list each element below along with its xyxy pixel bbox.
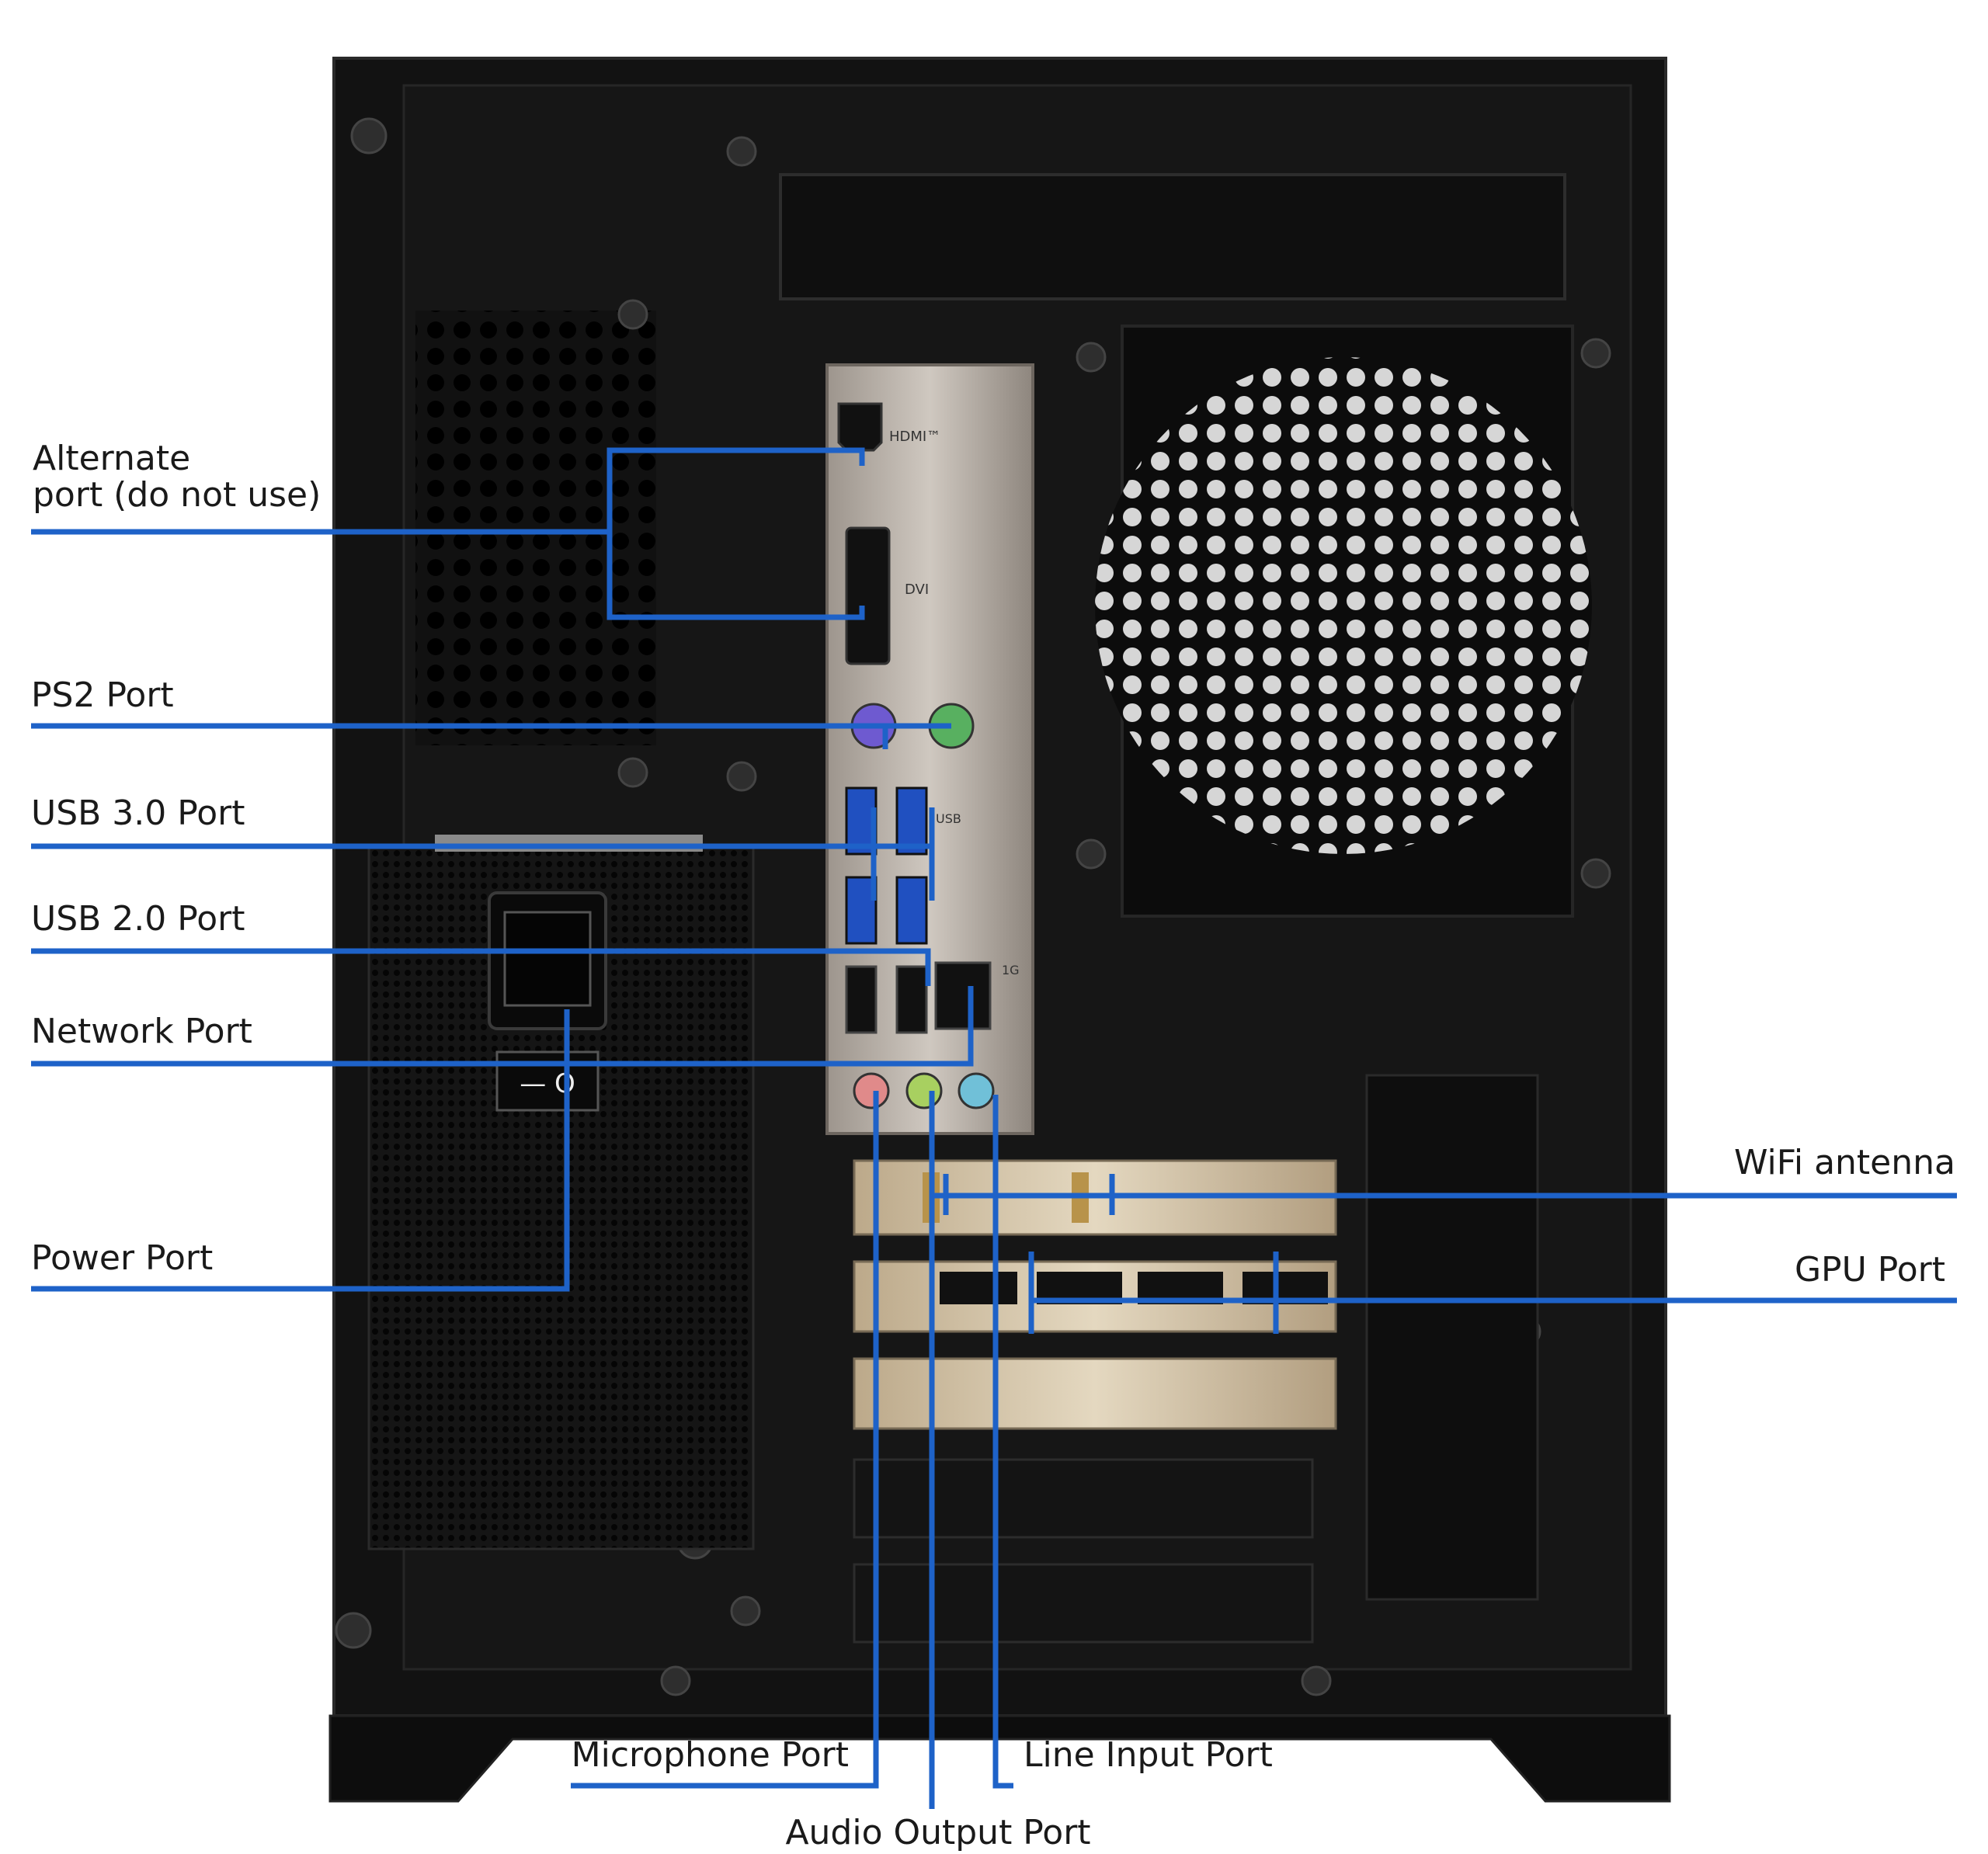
- io-usb-label: USB: [936, 811, 961, 826]
- usb30-port[interactable]: [895, 876, 928, 945]
- label-power-port: Power Port: [31, 1238, 213, 1278]
- power-inlet-socket: [503, 911, 592, 1007]
- io-dvi-label: DVI: [905, 582, 929, 598]
- case-base: [328, 1714, 1671, 1803]
- leader-microphone: [571, 1091, 879, 1789]
- leader-lines: [31, 447, 1957, 1809]
- fan: [1095, 357, 1592, 854]
- hdmi-port[interactable]: [837, 402, 883, 452]
- power-supply: — O: [367, 835, 755, 1550]
- usb20-ports[interactable]: [845, 965, 928, 1034]
- side-bracket: [1365, 1074, 1539, 1601]
- leader-network: [31, 986, 974, 1067]
- label-alternate-line1: Alternate: [33, 439, 190, 478]
- label-line-input-port: Line Input Port: [1024, 1735, 1273, 1775]
- usb20-port[interactable]: [895, 965, 928, 1034]
- dvi-port[interactable]: [845, 526, 891, 665]
- leader-alternate-dvi: [606, 532, 865, 620]
- gpu-hdmi-port[interactable]: [940, 1272, 1017, 1304]
- label-alternate-line2: port (do not use): [33, 475, 321, 515]
- label-usb30-port: USB 3.0 Port: [31, 793, 245, 833]
- top-expansion-cover: [779, 173, 1566, 300]
- usb30-port[interactable]: [895, 786, 928, 856]
- usb20-port[interactable]: [845, 965, 878, 1034]
- label-ps2-port: PS2 Port: [31, 675, 174, 715]
- leader-power: [31, 1009, 570, 1292]
- microphone-jack[interactable]: [853, 1072, 890, 1109]
- label-wifi-antenna: WiFi antenna: [1734, 1143, 1955, 1182]
- gpu-vent-bracket: [853, 1357, 1337, 1430]
- leader-alternate: [31, 447, 865, 535]
- network-port[interactable]: [934, 961, 992, 1030]
- callout-labels: Alternate port (do not use) PS2 Port USB…: [31, 439, 1955, 1852]
- slot-cover: [853, 1563, 1314, 1644]
- slot-cover: [853, 1458, 1314, 1539]
- label-gpu-port: GPU Port: [1795, 1250, 1945, 1290]
- audio-output-jack[interactable]: [905, 1072, 943, 1109]
- label-audio-output-port: Audio Output Port: [785, 1813, 1090, 1852]
- io-lan-label: 1G: [1002, 963, 1020, 977]
- psu-label-strip: [435, 835, 703, 852]
- label-usb20-port: USB 2.0 Port: [31, 899, 245, 939]
- upper-vent: [415, 311, 656, 745]
- leader-line-input: [992, 1095, 1013, 1789]
- rear-io-plate: HDMI™ DVI USB 1G: [825, 363, 1034, 1135]
- label-microphone-port: Microphone Port: [572, 1735, 849, 1775]
- line-input-jack[interactable]: [958, 1072, 995, 1109]
- leader-usb20: [31, 948, 931, 986]
- io-hdmi-label: HDMI™: [889, 429, 940, 445]
- label-network-port: Network Port: [31, 1012, 252, 1051]
